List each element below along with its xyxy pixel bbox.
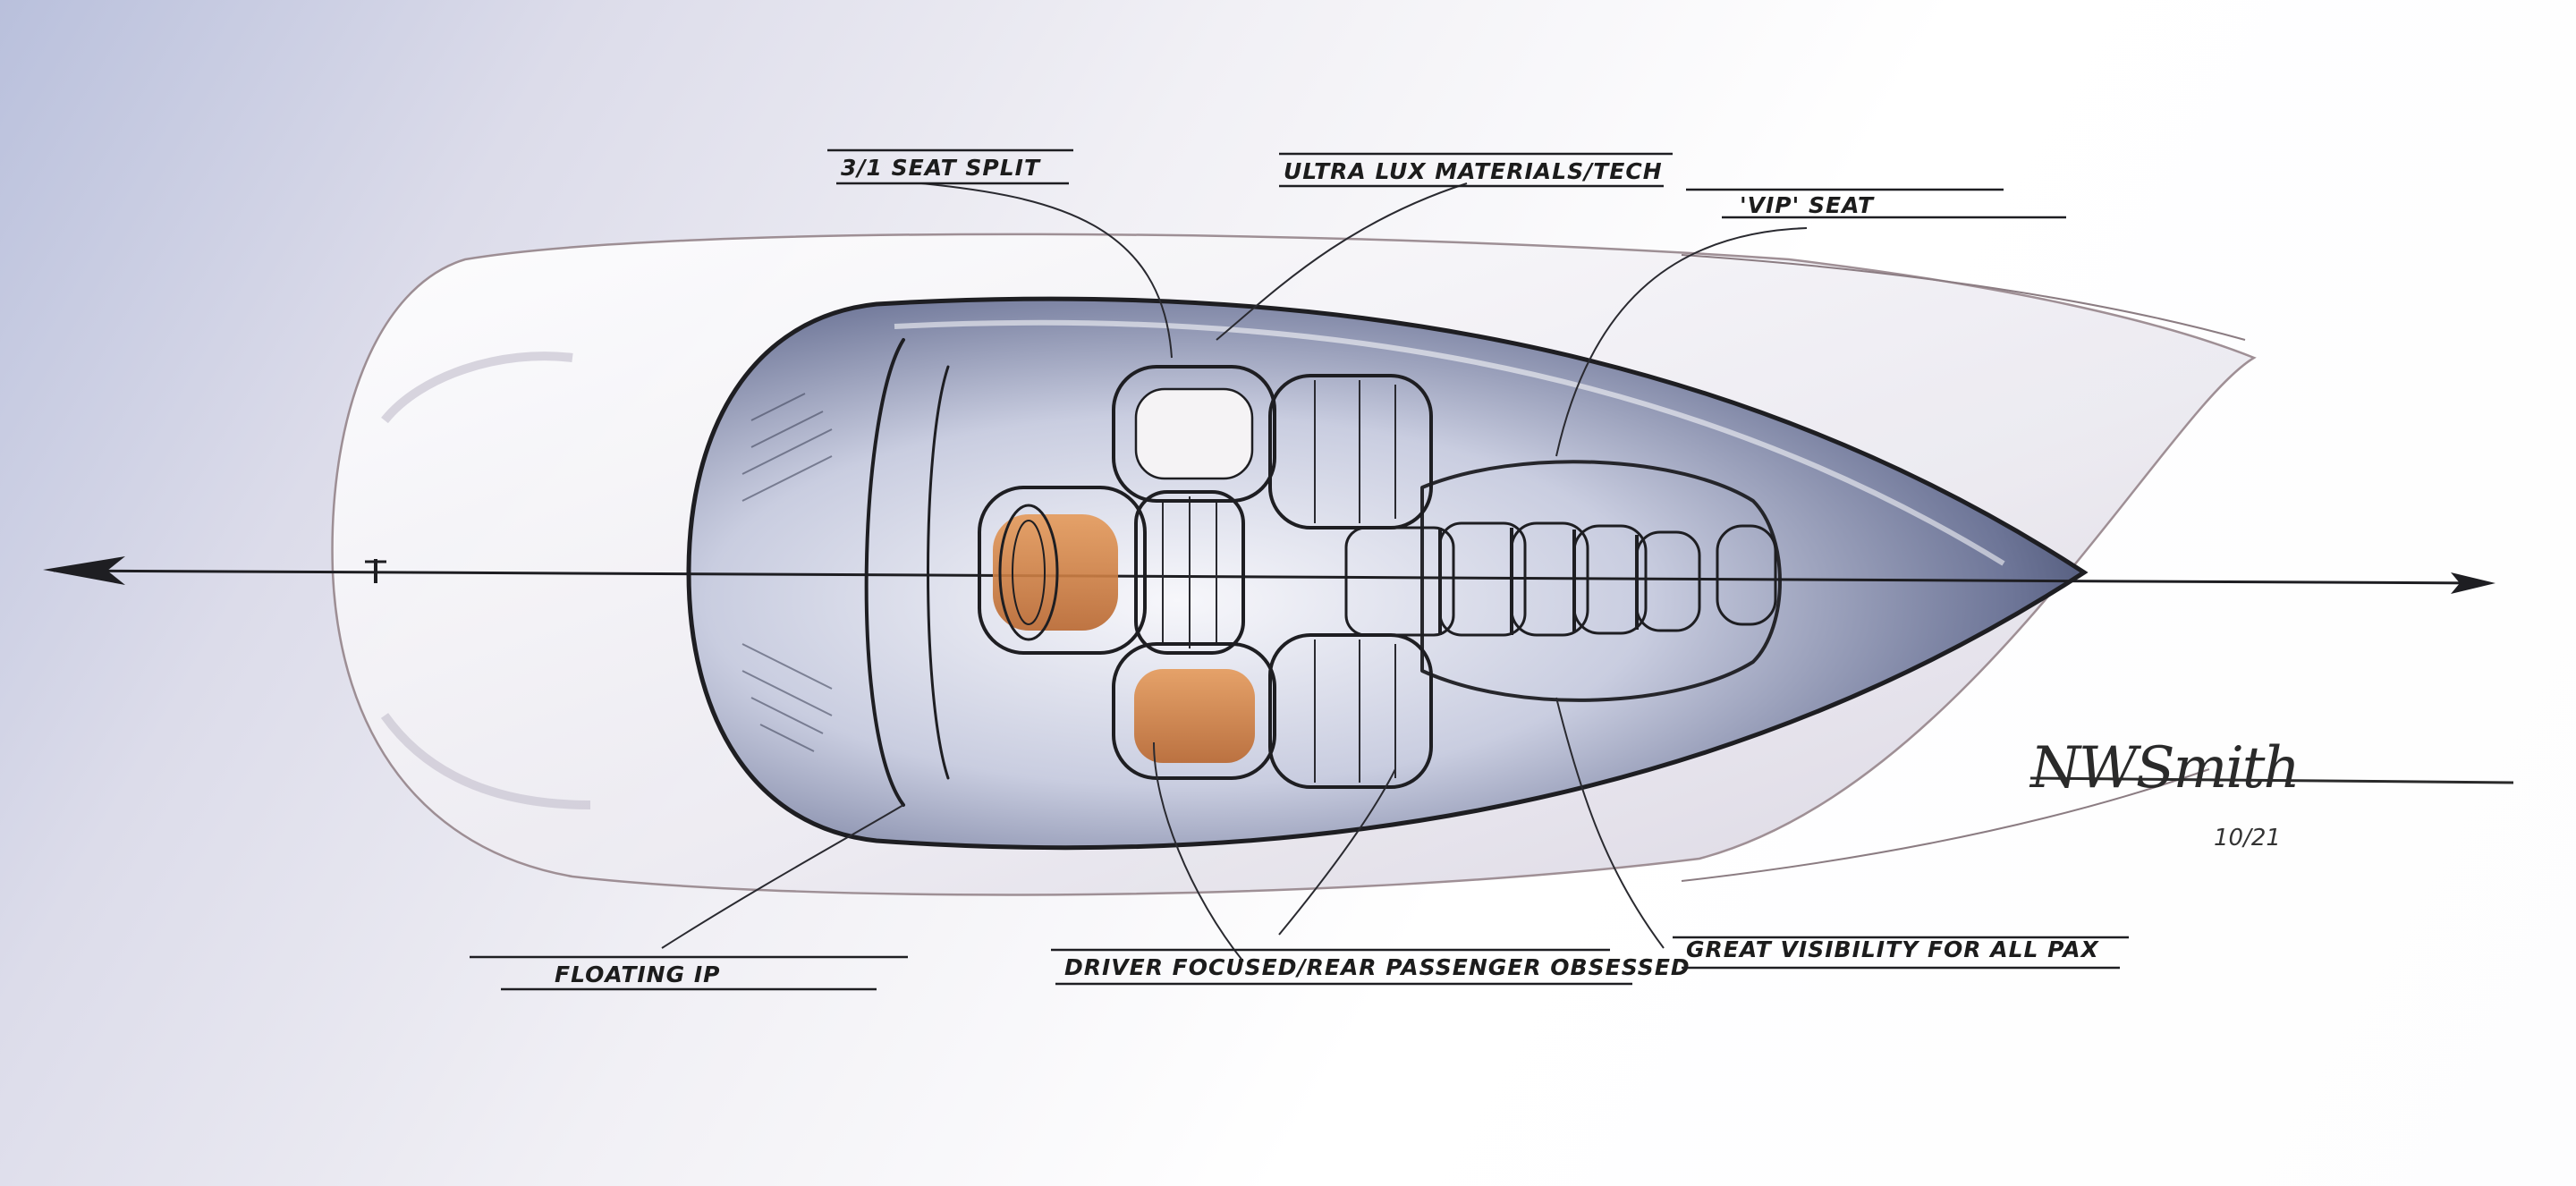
callout-seat-split: 3/1 SEAT SPLIT: [827, 148, 1073, 185]
interior-seats: [978, 365, 1782, 789]
signature-date: 10/21: [2214, 825, 2281, 851]
callout-driver-focused-text: DRIVER FOCUSED/REAR PASSENGER OBSESSED: [1064, 954, 1690, 980]
callout-great-visibility: GREAT VISIBILITY FOR ALL PAX: [1673, 936, 2129, 970]
callout-ultra-lux: ULTRA LUX MATERIALS/TECH: [1279, 152, 1673, 188]
callout-ultra-lux-text: ULTRA LUX MATERIALS/TECH: [1284, 158, 1663, 184]
callout-floating-ip-text: FLOATING IP: [555, 962, 720, 987]
callout-floating-ip: FLOATING IP: [470, 955, 908, 991]
artist-signature: NWSmith 10/21: [2029, 735, 2514, 851]
callout-seat-split-text: 3/1 SEAT SPLIT: [841, 155, 1041, 181]
vip-seat: [1344, 460, 1782, 702]
driver-seat: [978, 486, 1245, 655]
signature-name: NWSmith: [2029, 735, 2299, 801]
centerline-axis: [43, 556, 2496, 594]
callout-vip-seat-text: 'VIP' SEAT: [1740, 192, 1875, 218]
callout-leaders: [661, 182, 1808, 962]
passenger-seat-lower: [1112, 633, 1433, 789]
callout-vip-seat: 'VIP' SEAT: [1686, 188, 2066, 219]
passenger-seat-upper: [1112, 365, 1433, 529]
glass-canopy: [686, 296, 2089, 851]
callout-driver-focused: DRIVER FOCUSED/REAR PASSENGER OBSESSED: [1051, 948, 1690, 986]
callout-great-visibility-text: GREAT VISIBILITY FOR ALL PAX: [1686, 936, 2100, 962]
